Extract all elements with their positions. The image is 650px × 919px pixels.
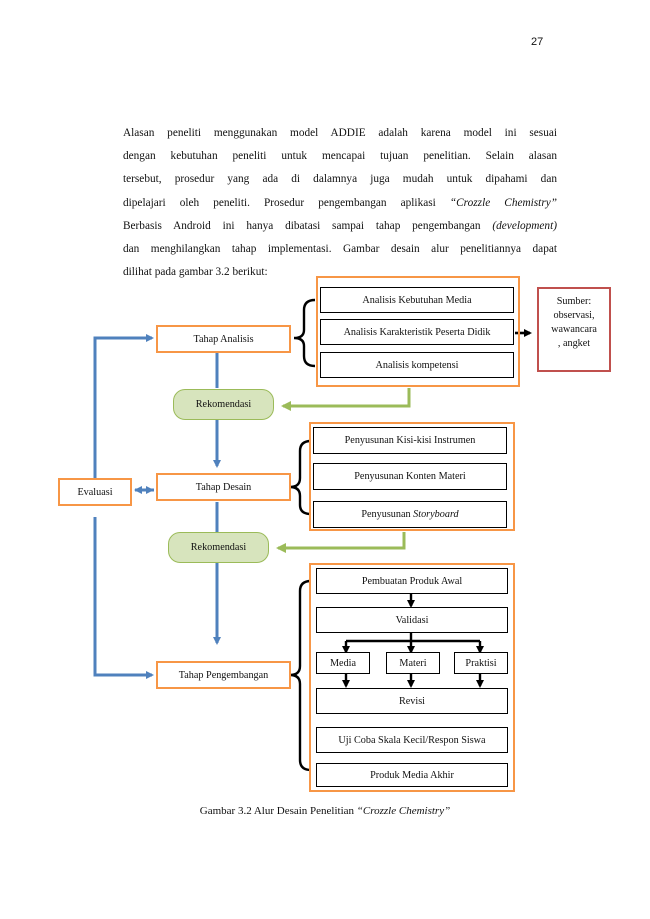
caption-italic: “Crozzle Chemistry” <box>356 805 451 817</box>
paragraph-line: dengan kebutuhan peneliti untuk mencapai… <box>123 150 557 163</box>
storyboard-prefix: Penyusunan <box>361 509 414 520</box>
desain-item: Penyusunan Konten Materi <box>313 463 507 490</box>
design-group-frame <box>309 422 515 531</box>
media-box: Media <box>316 652 370 674</box>
sumber-box: Sumber: observasi, wawancara , angket <box>537 287 611 372</box>
analisis-item: Analisis kompetensi <box>320 352 514 378</box>
app-name-italic: “Crozzle Chemistry” <box>449 196 558 209</box>
tahap-desain-box: Tahap Desain <box>156 473 291 501</box>
page-number: 27 <box>531 36 544 48</box>
praktisi-box: Praktisi <box>454 652 508 674</box>
produk-akhir-box: Produk Media Akhir <box>316 763 508 787</box>
desain-item: Penyusunan Storyboard <box>313 501 507 528</box>
figure-caption: Gambar 3.2 Alur Desain Penelitian “Crozz… <box>0 805 650 817</box>
paragraph-line: Berbasis Android ini hanya dibatasi samp… <box>123 215 557 238</box>
storyboard-italic: Storyboard <box>413 509 459 520</box>
caption-text: Gambar 3.2 Alur Desain Penelitian <box>199 805 357 817</box>
paragraph-text: dipelajari oleh peneliti. Prosedur penge… <box>123 196 450 209</box>
validasi-box: Validasi <box>316 607 508 633</box>
paragraph-line: Alasan peneliti menggunakan model ADDIE … <box>123 127 557 139</box>
sumber-line: , angket <box>557 338 591 349</box>
recommendation-arrows <box>276 388 411 553</box>
evaluasi-box: Evaluasi <box>58 478 132 506</box>
revisi-box: Revisi <box>316 688 508 714</box>
desain-item: Penyusunan Kisi-kisi Instrumen <box>313 427 507 454</box>
paragraph-line: dipelajari oleh peneliti. Prosedur penge… <box>123 192 557 215</box>
body-paragraph: Alasan peneliti menggunakan model ADDIE … <box>123 122 557 284</box>
sumber-line: observasi, <box>553 310 595 321</box>
uji-coba-box: Uji Coba Skala Kecil/Respon Siswa <box>316 727 508 753</box>
development-italic: (development) <box>492 219 557 232</box>
development-flow-arrows <box>342 594 484 688</box>
rekomendasi-oval: Rekomendasi <box>173 389 274 420</box>
pembuatan-box: Pembuatan Produk Awal <box>316 568 508 594</box>
analisis-item: Analisis Kebutuhan Media <box>320 287 514 313</box>
sumber-line: Sumber: <box>556 296 592 307</box>
tahap-analisis-box: Tahap Analisis <box>156 325 291 353</box>
paragraph-line: dan menghilangkan tahap implementasi. Ga… <box>123 243 557 256</box>
sumber-line: wawancara <box>551 324 597 335</box>
paragraph-line: dilihat pada gambar 3.2 berikut: <box>123 266 268 279</box>
evaluation-loop-lines <box>93 334 221 679</box>
tahap-pengembangan-box: Tahap Pengembangan <box>156 661 291 689</box>
paragraph-text: Berbasis Android ini hanya dibatasi samp… <box>123 219 493 232</box>
materi-box: Materi <box>386 652 440 674</box>
paragraph-line: tersebut, prosedur yang ada di dalamnya … <box>123 173 557 186</box>
rekomendasi-oval: Rekomendasi <box>168 532 269 563</box>
analysis-group-frame <box>316 276 520 387</box>
development-group-frame <box>309 563 515 792</box>
analisis-item: Analisis Karakteristik Peserta Didik <box>320 319 514 345</box>
